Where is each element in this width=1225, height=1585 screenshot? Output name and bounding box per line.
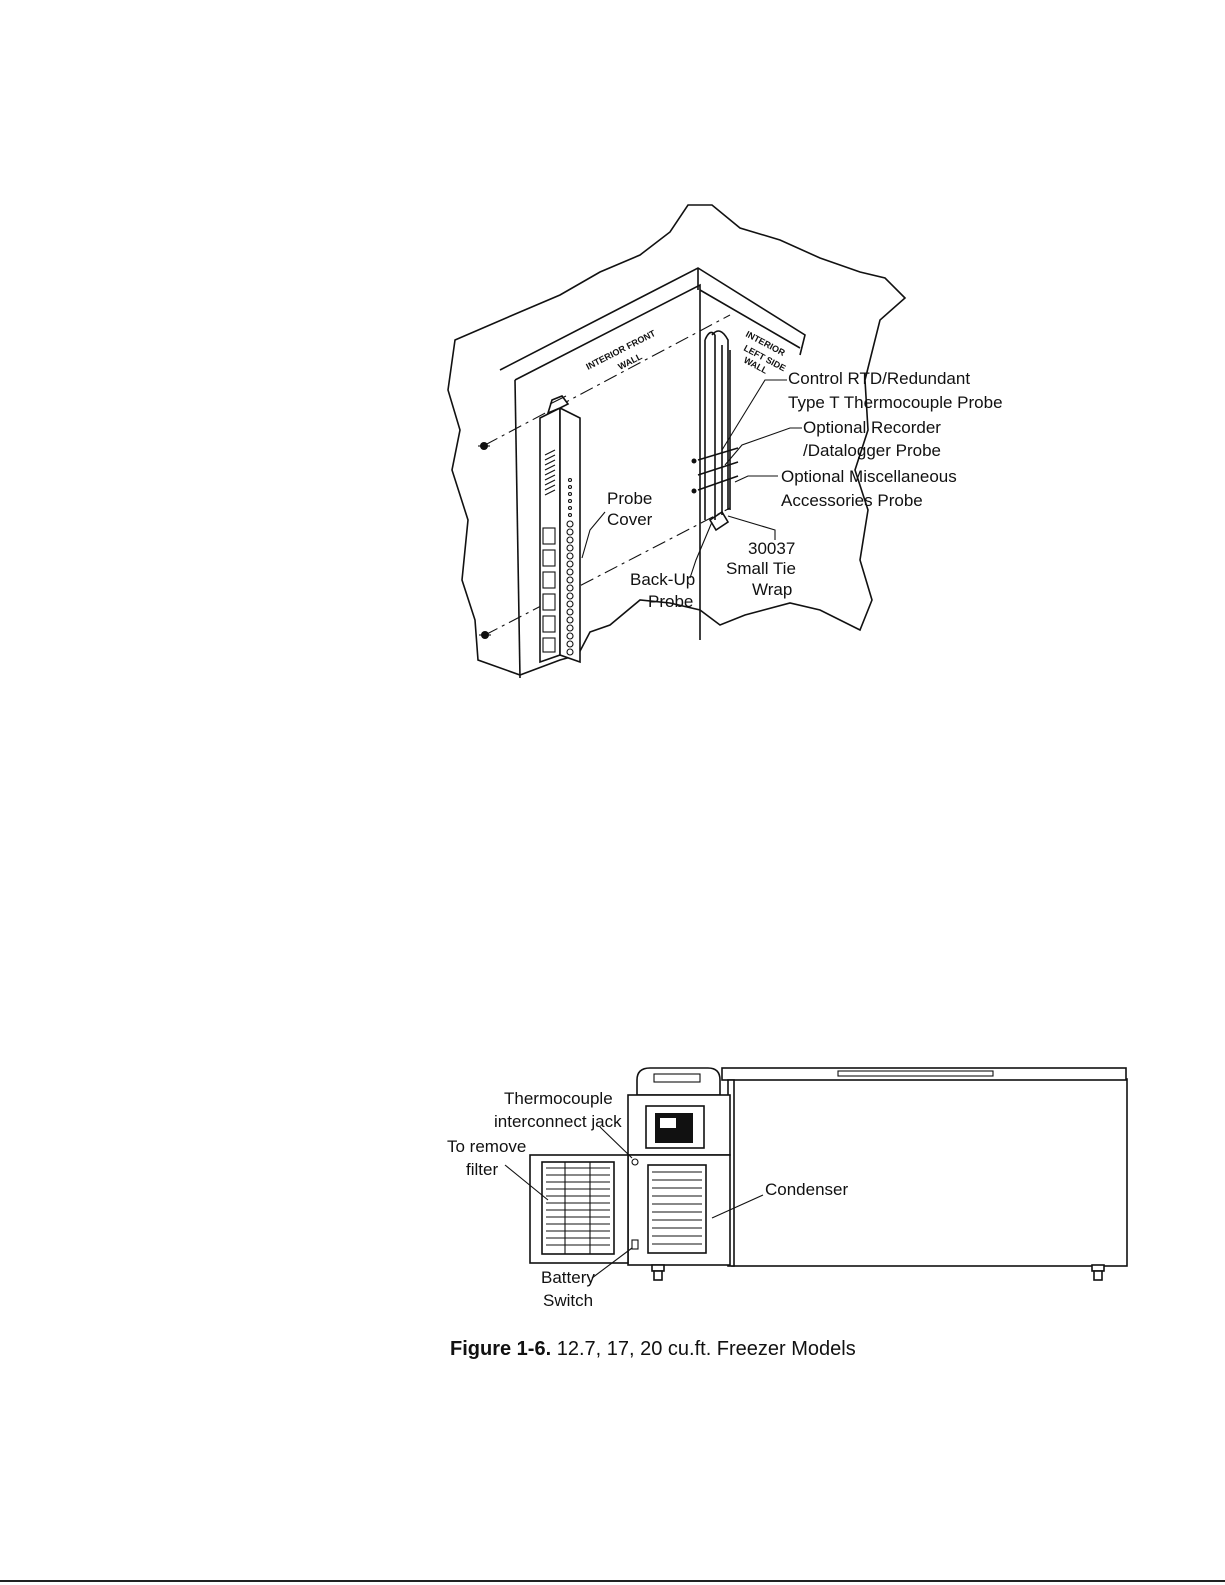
label-thermocouple-1: Thermocouple bbox=[504, 1089, 613, 1108]
filter-grille bbox=[541, 1161, 615, 1255]
filter-grille-pattern bbox=[546, 1162, 610, 1254]
label-control-rtd-1: Control RTD/Redundant bbox=[788, 369, 970, 388]
interior-front-wall bbox=[514, 283, 701, 640]
label-battery-2: Switch bbox=[543, 1291, 593, 1310]
leader-remove-filter bbox=[504, 1164, 549, 1201]
figure-caption-text: 12.7, 17, 20 cu.ft. Freezer Models bbox=[551, 1338, 856, 1360]
label-backup-2: Probe bbox=[648, 592, 693, 611]
condenser-grille-pattern bbox=[652, 1171, 702, 1245]
label-thermocouple-2: interconnect jack bbox=[494, 1112, 622, 1131]
probe-installation-diagram: INTERIOR FRONT WALL INTERIOR LEFT SIDE W… bbox=[447, 204, 1003, 679]
label-battery-1: Battery bbox=[541, 1268, 595, 1287]
leader-battery-switch bbox=[591, 1247, 633, 1279]
label-condenser: Condenser bbox=[765, 1180, 849, 1199]
mounting-line-bottom bbox=[484, 507, 731, 636]
label-probe-cover-2: Cover bbox=[607, 510, 653, 529]
leader-backup bbox=[689, 521, 713, 579]
label-probe-cover-1: Probe bbox=[607, 489, 652, 508]
thermocouple-jack bbox=[631, 1158, 639, 1166]
figure-caption: Figure 1-6. 12.7, 17, 20 cu.ft. Freezer … bbox=[450, 1338, 856, 1361]
probe-cover bbox=[539, 395, 581, 664]
label-backup-1: Back-Up bbox=[630, 570, 695, 589]
label-misc-2: Accessories Probe bbox=[781, 491, 923, 510]
leader-recorder bbox=[724, 427, 802, 466]
label-misc-1: Optional Miscellaneous bbox=[781, 467, 957, 486]
condenser-grille bbox=[647, 1164, 707, 1254]
figure-number: Figure 1-6. bbox=[450, 1338, 552, 1360]
label-recorder-1: Optional Recorder bbox=[803, 418, 941, 437]
leader-tie-wrap bbox=[727, 515, 776, 540]
label-remove-filter-2: filter bbox=[466, 1160, 498, 1179]
freezer-lid bbox=[721, 1067, 1127, 1081]
mounting-screw-top bbox=[478, 442, 490, 450]
caster-left bbox=[651, 1264, 665, 1281]
label-tie-wrap-2: Small Tie bbox=[726, 559, 796, 578]
freezer-diagram: Thermocouple interconnect jack To remove… bbox=[447, 1067, 1128, 1310]
caster-right bbox=[1091, 1264, 1105, 1281]
interior-left-wall bbox=[697, 268, 801, 349]
label-recorder-2: /Datalogger Probe bbox=[803, 441, 941, 460]
probe-cover-holes bbox=[566, 477, 574, 656]
label-tie-wrap-1: 30037 bbox=[748, 539, 795, 558]
label-tie-wrap-3: Wrap bbox=[752, 580, 792, 599]
mounting-screw-bottom bbox=[479, 631, 491, 639]
freezer-cabinet bbox=[731, 1078, 1128, 1267]
probe-cover-vents bbox=[544, 449, 556, 496]
lid-handle bbox=[837, 1070, 994, 1077]
label-remove-filter-1: To remove bbox=[447, 1137, 526, 1156]
probe-assembly bbox=[691, 330, 739, 532]
page-bottom-rule bbox=[0, 1580, 1225, 1582]
leader-condenser bbox=[711, 1194, 764, 1219]
label-control-rtd-2: Type T Thermocouple Probe bbox=[788, 393, 1003, 412]
leader-thermocouple-jack bbox=[599, 1126, 633, 1159]
mounting-line-top bbox=[484, 314, 731, 446]
leader-control-rtd bbox=[721, 379, 787, 451]
leader-probe-cover bbox=[581, 511, 606, 559]
battery-switch bbox=[631, 1239, 639, 1250]
leader-misc bbox=[734, 475, 778, 483]
